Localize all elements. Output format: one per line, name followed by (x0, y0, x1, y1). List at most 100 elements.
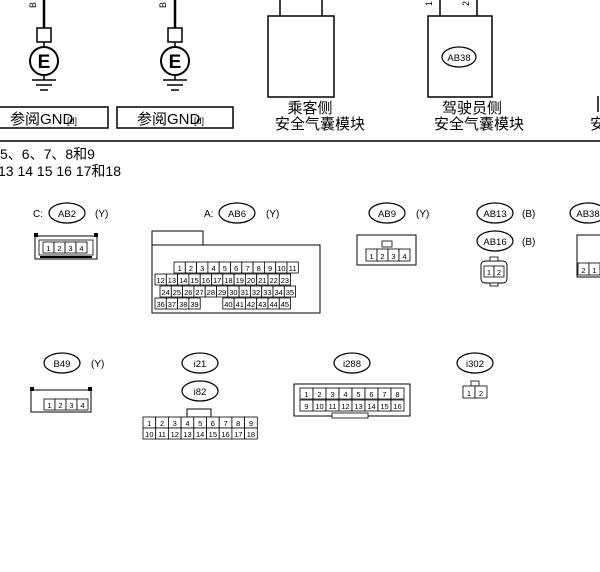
pin-number: 9 (268, 264, 272, 273)
pin-number: 6 (369, 390, 373, 399)
pin-number: 4 (185, 419, 189, 428)
pin-number: 27 (195, 288, 203, 297)
ground-reference-box-2 (116, 106, 234, 129)
svg-text:1: 1 (424, 1, 434, 6)
pin-number: 11 (329, 402, 337, 411)
pin-number: 30 (229, 288, 237, 297)
pin-cell (390, 387, 405, 400)
pin-number: 3 (391, 252, 395, 261)
svg-text:(Y): (Y) (266, 209, 279, 220)
pin-number: 16 (221, 430, 229, 439)
ground-reference-label-1: 参阅GND (10, 111, 74, 128)
pin-number: 45 (281, 300, 289, 309)
pin-cell (390, 399, 405, 412)
wire-color-label-1: B (28, 2, 38, 8)
ground-reference-code-2: [d] (194, 116, 204, 126)
svg-text:AB9: AB9 (378, 209, 396, 220)
pin-number: 7 (223, 419, 227, 428)
pin-number: 39 (190, 300, 198, 309)
note-line-1: 5、6、7、8和9 (0, 146, 95, 162)
pin-number: 24 (161, 288, 169, 297)
ground-reference-box-1 (0, 106, 109, 129)
pin-number: 14 (179, 276, 187, 285)
pin-number: 41 (236, 300, 244, 309)
svg-text:(Y): (Y) (91, 359, 104, 370)
svg-text:E: E (38, 52, 51, 73)
pin-number: 29 (218, 288, 226, 297)
pin-number: 6 (211, 419, 215, 428)
pin-number: 25 (173, 288, 181, 297)
driver-airbag-module: 1 2 AB38 驾驶员侧 安全气囊模块 安 (424, 0, 600, 133)
pin-number: 2 (317, 390, 321, 399)
pin-number: 43 (258, 300, 266, 309)
pin-number: 10 (277, 264, 285, 273)
pin-cell (278, 273, 291, 286)
clipped-label-text: 安 (590, 116, 600, 133)
pin-number: 3 (69, 401, 73, 410)
pin-number: 1 (178, 264, 182, 273)
pin-number: 13 (183, 430, 191, 439)
pin-number: 10 (315, 402, 323, 411)
pin-number: 5 (223, 264, 227, 273)
ground-2: B E 参阅GND [d] (116, 0, 234, 129)
svg-text:AB38: AB38 (447, 53, 470, 64)
pin-number: 12 (156, 276, 164, 285)
pin-number: 9 (249, 419, 253, 428)
pin-number: 10 (145, 430, 153, 439)
pin-number: 4 (79, 244, 83, 253)
pin-number: 28 (207, 288, 215, 297)
ground-1: B E 参阅GND [d] (0, 0, 109, 129)
pin-number: 6 (234, 264, 238, 273)
pin-number: 18 (247, 430, 255, 439)
svg-text:A:: A: (204, 209, 213, 220)
pin-number: 17 (213, 276, 221, 285)
pin-number: 14 (196, 430, 204, 439)
connector-id-badge (48, 202, 86, 224)
pin-number: 2 (380, 252, 384, 261)
pin-number: 1 (369, 252, 373, 261)
pin-number: 1 (304, 390, 308, 399)
pin-number: 1 (46, 244, 50, 253)
svg-text:i288: i288 (343, 359, 361, 370)
pin-number: 14 (367, 402, 375, 411)
pin-number: 2 (160, 419, 164, 428)
svg-text:i82: i82 (194, 387, 207, 398)
connector-id-badge (181, 380, 219, 402)
pin-number: 8 (257, 264, 261, 273)
pin-number: 1 (147, 419, 151, 428)
pin-number: 3 (200, 264, 204, 273)
pin-number: 13 (354, 402, 362, 411)
pin-number: 2 (497, 268, 501, 277)
pin-number: 11 (158, 430, 166, 439)
connector-id-badge (476, 202, 514, 224)
connector-id-badge (456, 352, 494, 374)
pin-number: 16 (393, 402, 401, 411)
pin-number: 4 (211, 264, 215, 273)
pin-cell (244, 427, 258, 440)
connector-id-badge (181, 352, 219, 374)
pin-number: 16 (202, 276, 210, 285)
svg-text:AB16: AB16 (483, 237, 506, 248)
ground-reference-label-2: 参阅GND (137, 111, 201, 128)
pin-number: 7 (245, 264, 249, 273)
pin-number: 15 (209, 430, 217, 439)
pin-number: 3 (173, 419, 177, 428)
pin-number: 4 (402, 252, 406, 261)
pin-number: 12 (171, 430, 179, 439)
pin-number: 3 (330, 390, 334, 399)
pin-number: 1 (467, 389, 471, 398)
pin-number: 42 (247, 300, 255, 309)
svg-text:B49: B49 (54, 359, 71, 370)
pin-number: 19 (236, 276, 244, 285)
